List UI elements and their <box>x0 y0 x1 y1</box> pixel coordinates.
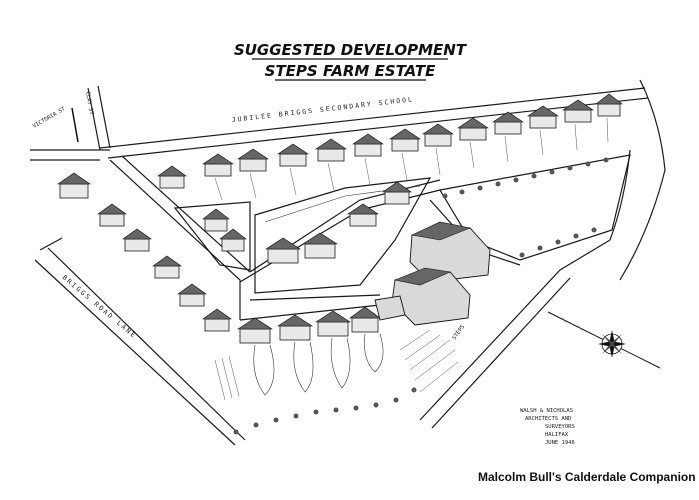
architect-line-3: SURVEYORS <box>545 424 575 430</box>
credit-caption: Malcolm Bull's Calderdale Companion <box>478 470 696 484</box>
steps-label: STEPS <box>452 324 466 341</box>
north-arrow-icon <box>547 311 661 369</box>
left-block <box>173 201 251 271</box>
left-cluster-houses <box>57 165 232 332</box>
top-row-gardens <box>214 117 609 201</box>
ground-hatching <box>214 329 459 401</box>
bottom-row-houses <box>236 306 381 344</box>
clay-st-label: CLAY ST <box>84 91 94 116</box>
architect-line-5: JUNE 1946 <box>545 440 575 446</box>
architect-line-2: ARCHITECTS AND <box>525 416 571 422</box>
lower-road: BRIGGS ROAD LANE <box>34 237 246 446</box>
architect-line-4: HALIFAX <box>545 432 569 438</box>
bottom-drives <box>253 333 384 396</box>
architect-line-1: WALSH & NICHOLAS <box>520 408 573 414</box>
lower-road-label: BRIGGS ROAD LANE <box>61 273 139 340</box>
map-title: SUGGESTED DEVELOPMENT STEPS FARM ESTATE <box>234 41 468 81</box>
architect-block: WALSH & NICHOLAS ARCHITECTS AND SURVEYOR… <box>520 408 575 446</box>
spine-road <box>109 155 441 321</box>
victoria-st: VICTORIA ST <box>30 106 110 161</box>
right-boundary <box>619 79 666 281</box>
left-block-houses <box>202 208 247 252</box>
title-line-1: SUGGESTED DEVELOPMENT <box>234 41 468 59</box>
tree-lines <box>233 157 609 435</box>
top-road-label: JUBILEE BRIGGS SECONDARY SCHOOL <box>231 95 414 124</box>
victoria-st-label: VICTORIA ST <box>32 106 67 130</box>
institutional-buildings <box>374 221 491 326</box>
clay-st: CLAY ST <box>84 85 111 151</box>
title-line-2: STEPS FARM ESTATE <box>265 62 436 80</box>
top-row-houses <box>202 93 623 177</box>
central-houses <box>264 181 412 264</box>
